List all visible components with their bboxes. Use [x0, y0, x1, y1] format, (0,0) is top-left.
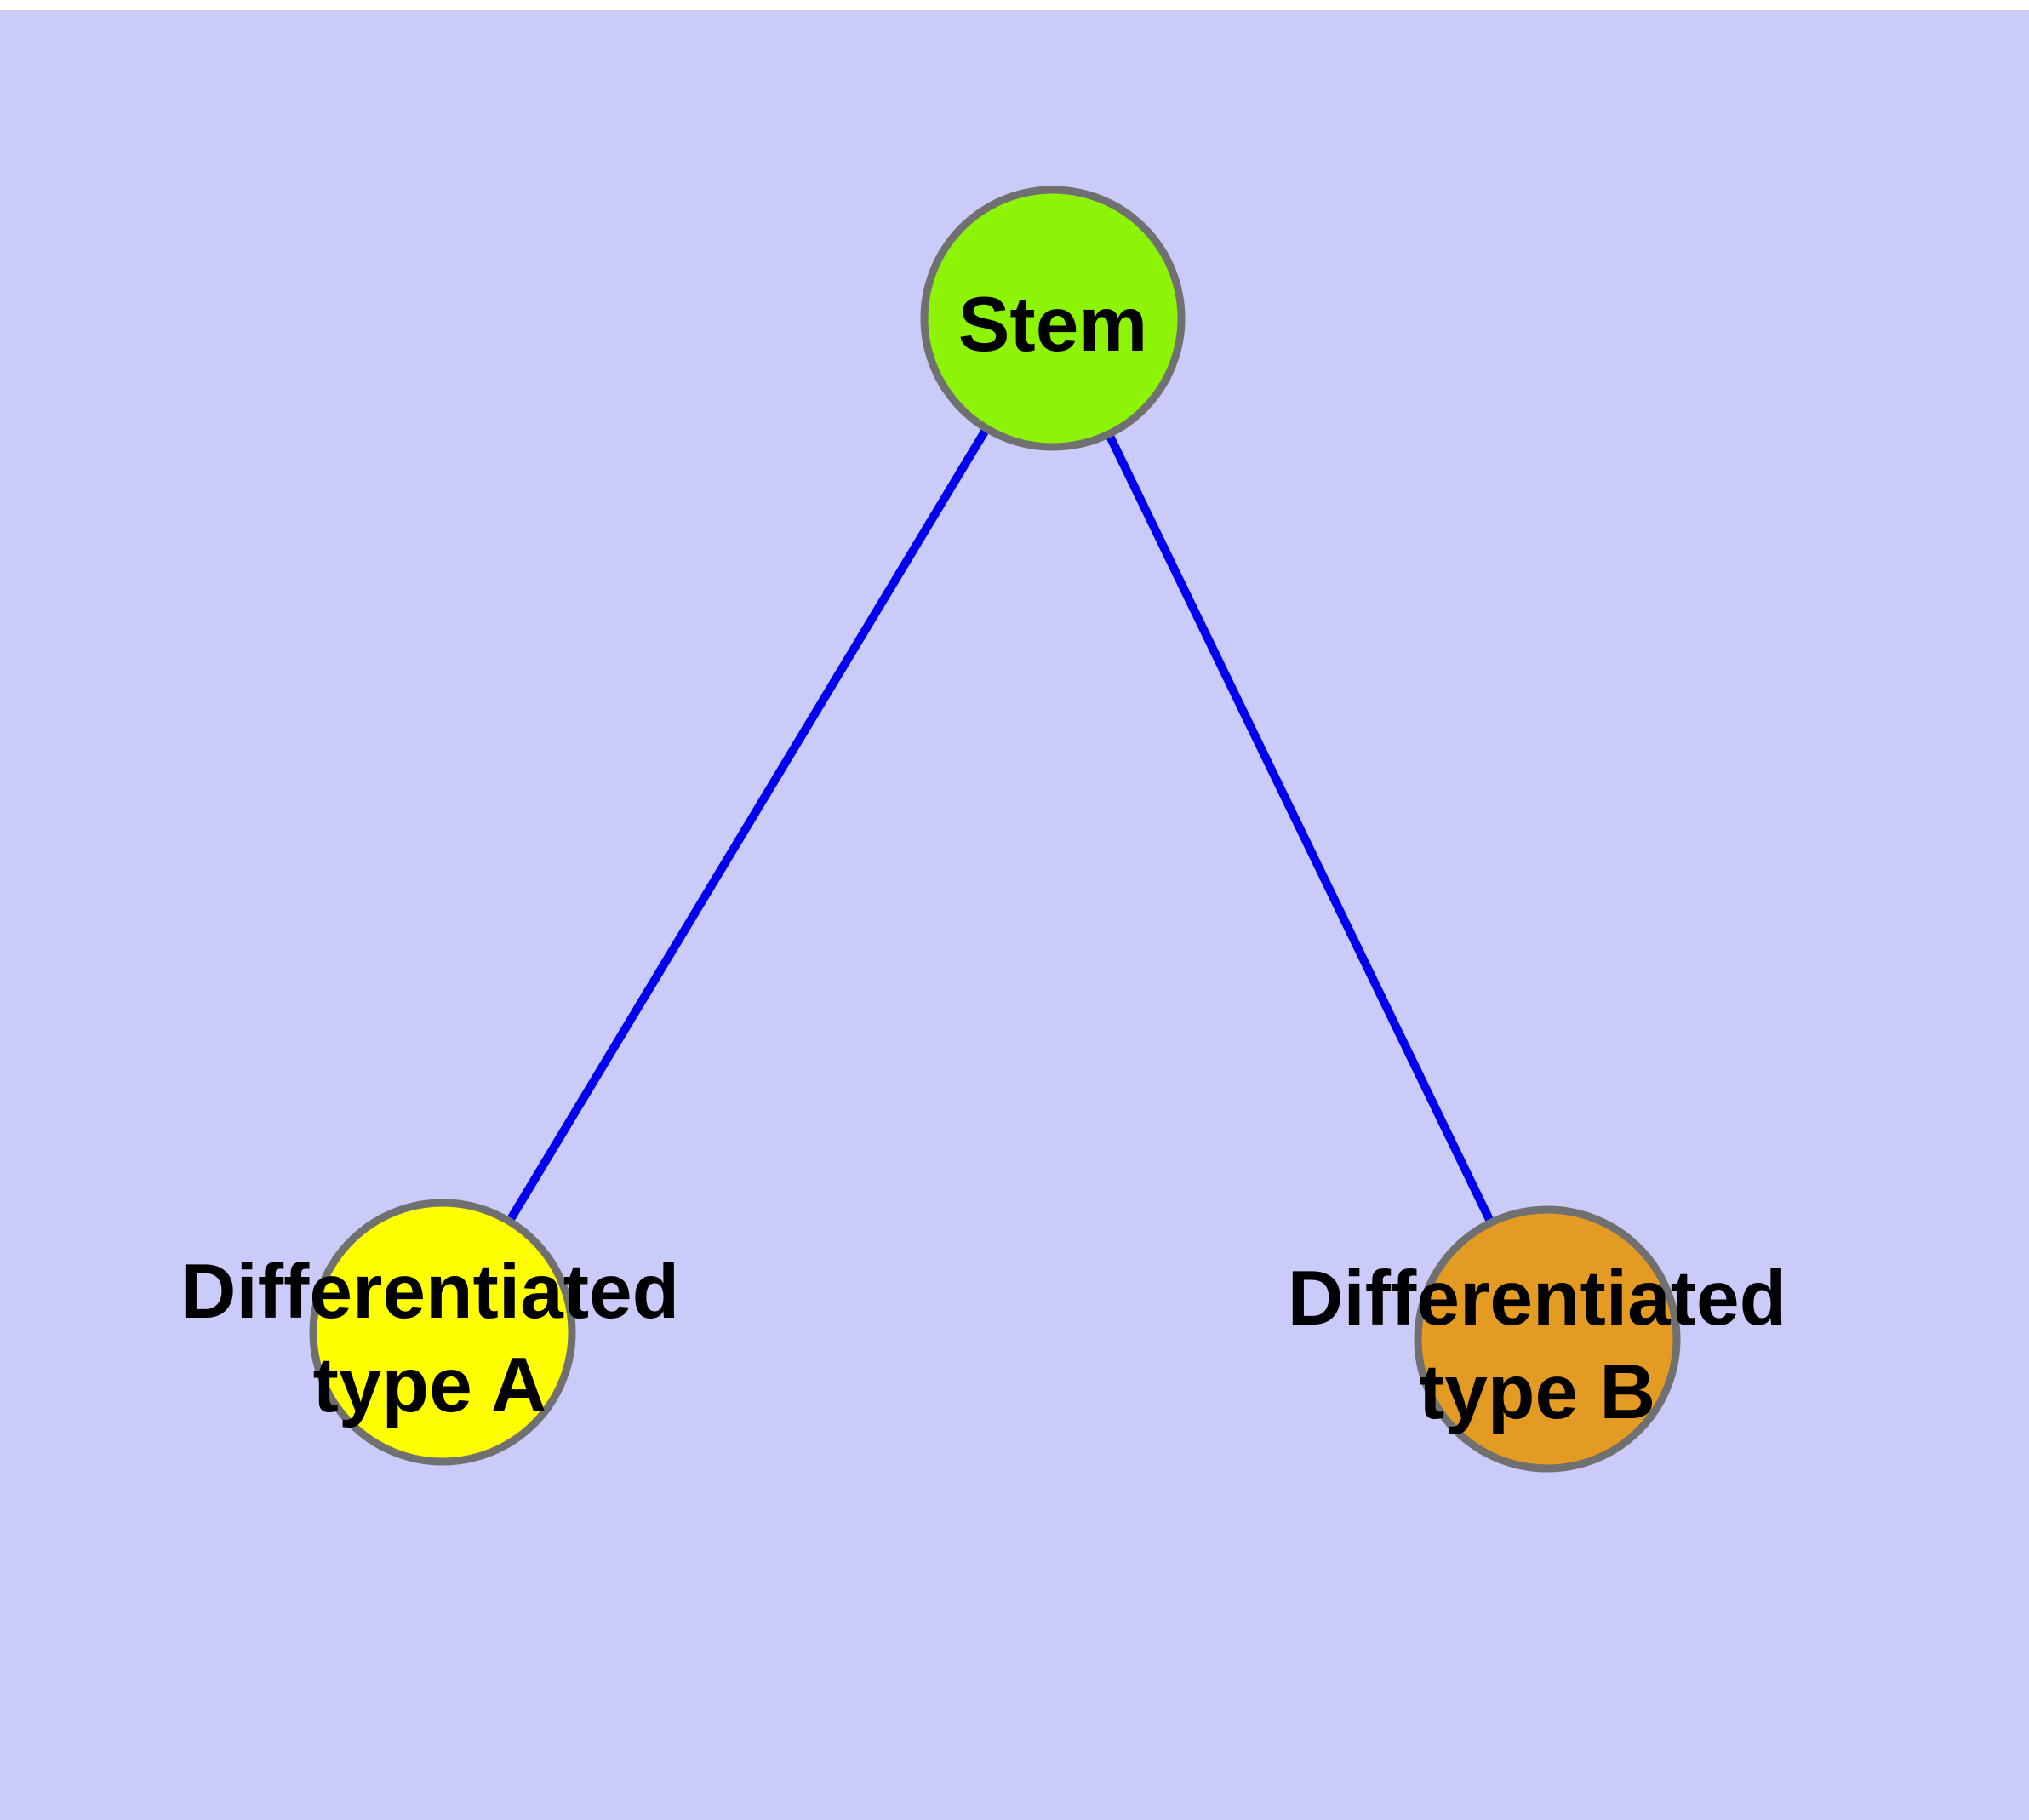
node-stem-label: Stem — [958, 282, 1148, 368]
node-stem-circle — [920, 186, 1186, 451]
node-differentiated-type-a-label-line-2: type A — [313, 1342, 547, 1428]
node-stem-label-line-1: Stem — [958, 282, 1148, 368]
node-differentiated-type-b-circle — [1414, 1205, 1681, 1473]
node-differentiated-type-a-circle — [309, 1199, 576, 1466]
node-differentiated-type-b-label-line-1: Differentiated — [1288, 1256, 1787, 1342]
edge-stem-to-differentiated-type-a — [438, 316, 1057, 1335]
edge-stem-to-differentiated-type-b — [1049, 316, 1552, 1342]
node-stem: Stem — [920, 186, 1186, 451]
node-differentiated-type-b-label-line-2: type B — [1419, 1349, 1655, 1435]
node-differentiated-type-a-label-line-1: Differentiated — [180, 1249, 680, 1335]
edge-layer — [438, 316, 1552, 1342]
